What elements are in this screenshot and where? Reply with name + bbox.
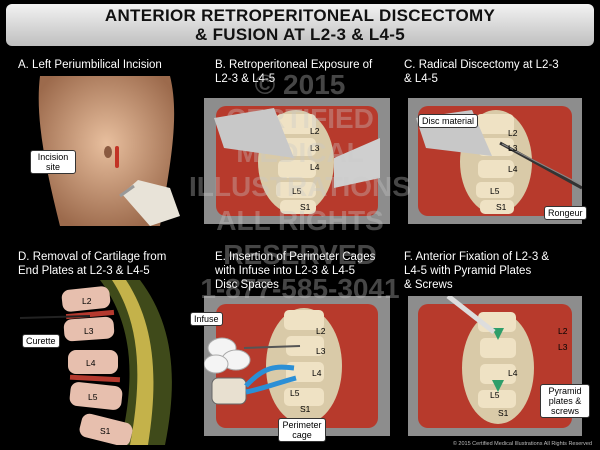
- panel-f-caption-line1: F. Anterior Fixation of L2-3 &: [404, 251, 550, 263]
- infuse-text: Infuse: [194, 314, 219, 324]
- panel-f-illustration: L2 L3 L4 L5 S1: [408, 296, 582, 436]
- panel-c-illustration: L2 L3 L4 L5 S1: [408, 98, 582, 224]
- panel-e-caption-line1: E. Insertion of Perimeter Cages: [215, 251, 376, 263]
- title-banner: ANTERIOR RETROPERITONEAL DISCECTOMY & FU…: [6, 4, 594, 46]
- panel-d-caption-line2: End Plates at L2-3 & L4-5: [18, 265, 150, 277]
- incision-site-text: Incision site: [37, 152, 69, 172]
- panel-e-caption: E. Insertion of Perimeter Cages with Inf…: [215, 250, 375, 292]
- rongeur-label: Rongeur: [544, 206, 587, 220]
- panel-b-caption: B. Retroperitoneal Exposure of L2-3 & L4…: [215, 58, 372, 86]
- panel-b-caption-line2: L2-3 & L4-5: [215, 73, 276, 85]
- disc-material-text: Disc material: [422, 116, 475, 126]
- panel-b-l5: L5: [292, 186, 302, 196]
- spine-drawing: [20, 280, 172, 445]
- abdomen-drawing: [38, 76, 180, 226]
- curette-label: Curette: [22, 334, 60, 348]
- panel-b-caption-line1: B. Retroperitoneal Exposure of: [215, 59, 373, 71]
- perimeter-cage-label: Perimeter cage: [278, 418, 326, 442]
- panel-f-l3: L3: [558, 342, 568, 352]
- panel-f-caption: F. Anterior Fixation of L2-3 & L4-5 with…: [404, 250, 549, 292]
- panel-c-l3: L3: [508, 143, 518, 153]
- panel-b-l2: L2: [310, 126, 320, 136]
- panel-e-s1: S1: [300, 404, 311, 414]
- panel-b-l4: L4: [310, 162, 320, 172]
- panel-d-l3: L3: [84, 326, 94, 336]
- panel-d-s1: S1: [100, 426, 111, 436]
- panel-d-l5: L5: [88, 392, 98, 402]
- navel: [104, 146, 112, 158]
- panel-b-l3: L3: [310, 143, 320, 153]
- pyramid-plates-text: Pyramid plates & screws: [548, 386, 582, 416]
- panel-b-illustration: L2 L3 L4 L5 S1: [204, 98, 390, 224]
- perimeter-cage-text: Perimeter cage: [282, 420, 322, 440]
- panel-f-caption-line3: & Screws: [404, 279, 453, 291]
- discectomy-drawing: [408, 98, 582, 224]
- panel-f-l5: L5: [490, 390, 500, 400]
- panel-c-l4: L4: [508, 164, 518, 174]
- panel-d-caption: D. Removal of Cartilage from End Plates …: [18, 250, 166, 278]
- panel-c-s1: S1: [496, 202, 507, 212]
- panel-e-caption-line3: Disc Spaces: [215, 279, 279, 291]
- panel-e-caption-line2: with Infuse into L2-3 & L4-5: [215, 265, 355, 277]
- panel-c-caption-line2: & L4-5: [404, 73, 438, 85]
- copyright-notice: © 2015 Certified Medical Illustrations A…: [452, 441, 592, 447]
- infuse-label: Infuse: [190, 312, 223, 326]
- panel-c-l5: L5: [490, 186, 500, 196]
- panel-f-l2: L2: [558, 326, 568, 336]
- curette-text: Curette: [26, 336, 56, 346]
- panel-f-caption-line2: L4-5 with Pyramid Plates: [404, 265, 532, 277]
- exposure-drawing: [204, 98, 390, 224]
- panel-f-s1: S1: [498, 408, 509, 418]
- panel-e-illustration: L2 L3 L4 L5 S1: [204, 296, 390, 436]
- panel-e-l4: L4: [312, 368, 322, 378]
- panel-d-l2: L2: [82, 296, 92, 306]
- panel-d-illustration: L2 L3 L4 L5 S1: [20, 280, 195, 445]
- panel-c-caption-line1: C. Radical Discectomy at L2-3: [404, 59, 559, 71]
- fixation-drawing: [408, 296, 582, 436]
- panel-d-l4: L4: [86, 358, 96, 368]
- panel-e-l3: L3: [316, 346, 326, 356]
- pyramid-plates-label: Pyramid plates & screws: [540, 384, 590, 418]
- rongeur-text: Rongeur: [548, 208, 583, 218]
- panel-b-s1: S1: [300, 202, 311, 212]
- panel-e-l2: L2: [316, 326, 326, 336]
- panel-a-illustration: [20, 76, 188, 226]
- incision-site-label: Incision site: [30, 150, 76, 174]
- panel-f-l4: L4: [508, 368, 518, 378]
- panel-a-caption: A. Left Periumbilical Incision: [18, 59, 162, 71]
- incision-mark: [115, 146, 119, 168]
- disc-material-label: Disc material: [418, 114, 479, 128]
- title-line-1: ANTERIOR RETROPERITONEAL DISCECTOMY: [104, 6, 496, 25]
- panel-d-caption-line1: D. Removal of Cartilage from: [18, 251, 167, 263]
- panel-c-caption: C. Radical Discectomy at L2-3 & L4-5: [404, 58, 559, 86]
- panel-e-l5: L5: [290, 388, 300, 398]
- panel-c-l2: L2: [508, 128, 518, 138]
- title-line-2: & FUSION AT L2-3 & L4-5: [195, 25, 405, 44]
- cage-insertion-drawing: [204, 296, 390, 436]
